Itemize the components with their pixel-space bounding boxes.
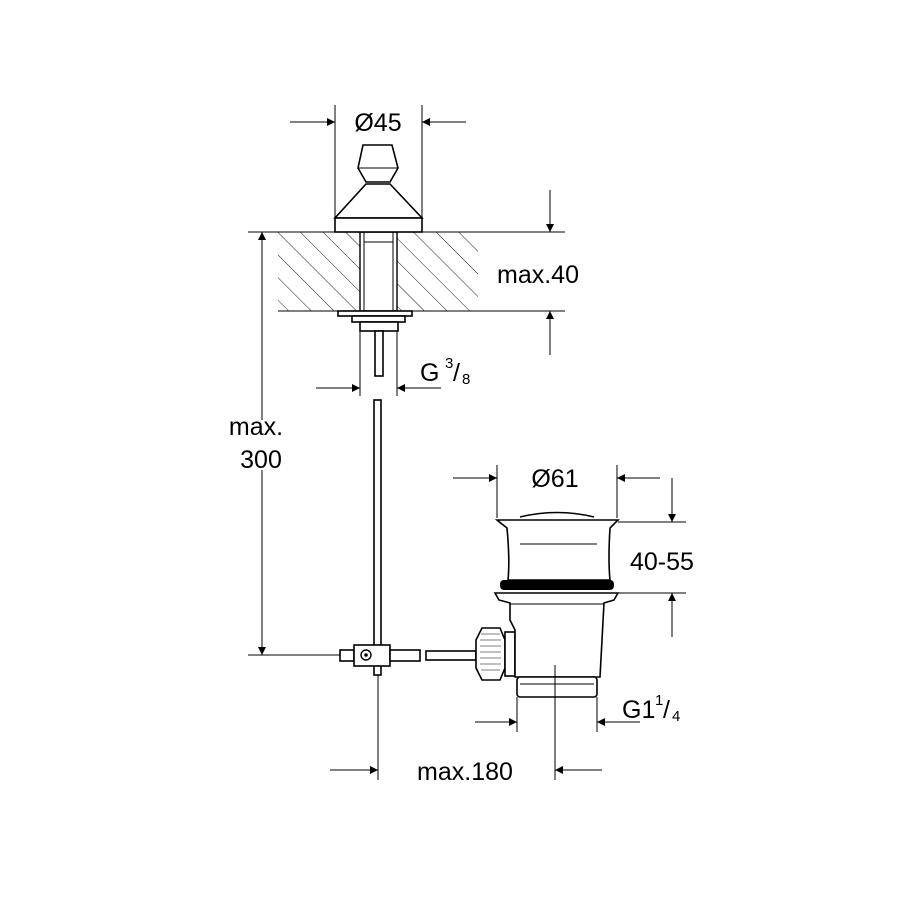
rod-length-label-2: 300 <box>240 446 282 474</box>
countertop-thickness-label: max.40 <box>497 261 579 289</box>
dimension-drain-height: 40-55 <box>618 478 694 637</box>
rod-length-label-1: max. <box>229 413 283 441</box>
drain-thread-label: G1 <box>622 696 655 724</box>
drain-height-label: 40-55 <box>630 548 694 576</box>
rod-thread-numerator: 3 <box>445 355 453 372</box>
dimension-drain-thread: G1 1 / 4 <box>475 692 680 732</box>
drain-assembly <box>475 511 620 780</box>
drain-thread-denominator: 4 <box>672 708 680 725</box>
dimension-drain-diameter: Ø61 <box>453 465 660 518</box>
drain-thread-numerator: 1 <box>655 692 663 709</box>
rod-thread-denominator: 8 <box>462 371 470 388</box>
countertop-section <box>248 231 565 312</box>
dimension-rod-thread: G 3 / 8 <box>316 331 470 396</box>
dimension-rod-length: max. 300 <box>229 232 283 655</box>
dimension-knob-diameter: Ø45 <box>290 105 466 218</box>
mounting-nut <box>337 310 413 676</box>
knob-diameter-label: Ø45 <box>354 109 401 137</box>
popup-knob <box>333 144 424 233</box>
fraction-slash: / <box>453 359 460 387</box>
drain-diameter-label: Ø61 <box>531 465 578 493</box>
dimension-horizontal-distance: max.180 <box>330 675 602 786</box>
dimension-countertop: max.40 <box>497 190 579 355</box>
rod-clamp <box>248 644 477 667</box>
fraction-slash: / <box>663 696 670 724</box>
rod-thread-label: G <box>420 359 439 387</box>
horizontal-distance-label: max.180 <box>417 758 513 786</box>
